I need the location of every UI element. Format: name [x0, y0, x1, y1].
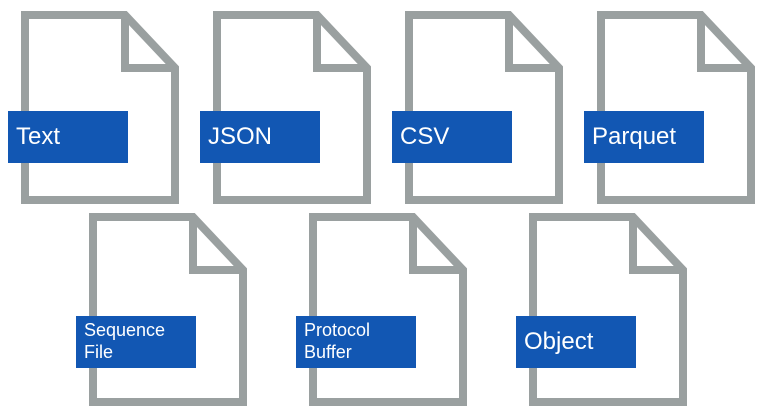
- file-label-parquet: Parquet: [584, 111, 704, 163]
- file-label-text: Text: [8, 111, 128, 163]
- file-parquet: Parquet: [584, 10, 756, 205]
- file-icon: [213, 11, 371, 204]
- file-text: Text: [8, 10, 180, 205]
- file-label-csv: CSV: [392, 111, 512, 163]
- file-icon: [309, 213, 467, 406]
- file-protocol-buffer: Protocol Buffer: [296, 212, 468, 407]
- file-label-protocol-buffer: Protocol Buffer: [296, 316, 416, 368]
- file-icon: [21, 11, 179, 204]
- file-icon: [89, 213, 247, 406]
- file-json: JSON: [200, 10, 372, 205]
- file-label-sequence-file: Sequence File: [76, 316, 196, 368]
- file-icon: [529, 213, 687, 406]
- file-object: Object: [516, 212, 688, 407]
- file-label-object: Object: [516, 316, 636, 368]
- file-csv: CSV: [392, 10, 564, 205]
- file-label-json: JSON: [200, 111, 320, 163]
- file-icon: [597, 11, 755, 204]
- file-icon: [405, 11, 563, 204]
- file-sequence-file: Sequence File: [76, 212, 248, 407]
